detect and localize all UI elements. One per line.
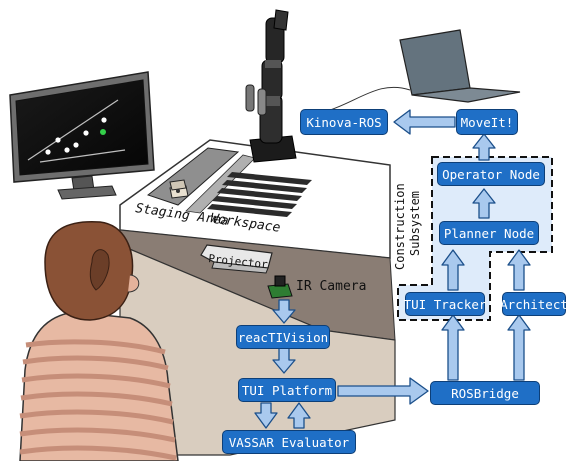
arrow-camera-to-reactivision: [272, 299, 296, 324]
tui-tracker-node: TUI Tracker: [404, 292, 486, 316]
reactivision-node: reacTIVision: [236, 325, 330, 349]
projector-label: Projector: [208, 252, 269, 271]
arrow-operator-to-moveit: [472, 133, 496, 161]
arrow-rosbridge-to-tracker: [441, 314, 465, 381]
robot-arm-illustration: [245, 9, 297, 163]
operator-node: Operator Node: [437, 162, 545, 186]
monitor-illustration: [9, 71, 155, 200]
planner-node: Planner Node: [439, 221, 539, 245]
arrow-moveit-to-kinova: [393, 109, 456, 135]
kinova-ros-node: Kinova-ROS: [300, 109, 388, 135]
arrow-platform-to-vassar: [254, 402, 278, 429]
rosbridge-node: ROSBridge: [430, 381, 540, 405]
ir-camera-label: IR Camera: [296, 279, 366, 294]
person-illustration: [19, 220, 179, 461]
ir-camera-illustration: [267, 275, 293, 299]
arrow-vassar-to-platform: [287, 402, 311, 429]
arrow-planner-to-operator: [472, 188, 496, 219]
arrow-platform-to-rosbridge: [337, 377, 429, 405]
construction-subsystem-label-line2: Subsystem: [408, 191, 422, 256]
vassar-evaluator-node: VASSAR Evaluator: [222, 430, 356, 454]
projector-illustration: [200, 244, 273, 274]
arrow-rosbridge-to-architect: [507, 314, 531, 381]
tui-platform-node: TUI Platform: [238, 378, 336, 402]
laptop-illustration: [329, 29, 521, 111]
architect-node: Architect: [500, 292, 568, 316]
arrow-tracker-to-planner: [441, 249, 465, 291]
arrow-reactivision-to-platform: [272, 347, 296, 374]
moveit-node: MoveIt!: [456, 109, 518, 135]
arrow-architect-to-planner: [507, 249, 531, 291]
construction-subsystem-label-line1: Construction: [393, 183, 407, 270]
